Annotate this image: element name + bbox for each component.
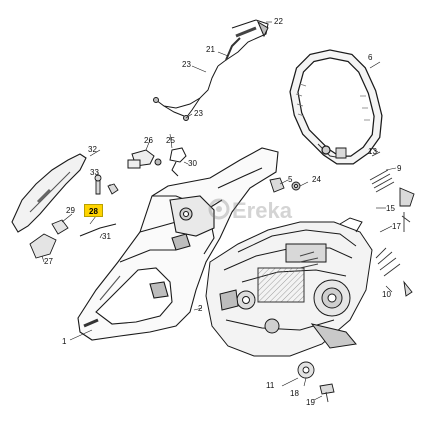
part-label-15: 15 (386, 204, 395, 213)
part-label-30: 30 (188, 159, 197, 168)
part-label-19: 19 (306, 398, 315, 407)
part-label-31: 31 (102, 232, 111, 241)
part-label-5: 5 (288, 175, 293, 184)
part-label-22: 22 (274, 17, 283, 26)
highlighted-part-badge[interactable]: 28 (84, 204, 103, 217)
part-label-23-top: 23 (182, 60, 191, 69)
part-label-23-bottom: 23 (194, 109, 203, 118)
part-label-6: 6 (368, 53, 373, 62)
part-label-13: 13 (368, 147, 377, 156)
wire-harness (153, 19, 269, 121)
switch-assembly (127, 147, 187, 177)
part-label-26: 26 (144, 136, 153, 145)
leader-lines (41, 21, 397, 401)
part-label-29: 29 (66, 206, 75, 215)
watermark-logo-icon (208, 198, 230, 220)
part-label-25: 25 (166, 136, 175, 145)
part-label-24: 24 (312, 175, 321, 184)
part-label-32: 32 (88, 145, 97, 154)
part-label-9: 9 (397, 164, 402, 173)
part-label-27: 27 (44, 257, 53, 266)
rear-handle-housing (77, 147, 279, 341)
part-label-11: 11 (266, 381, 275, 390)
part-label-2: 2 (198, 304, 203, 313)
highlighted-part-label: 28 (89, 207, 98, 216)
watermark-text: Ereka (232, 198, 292, 223)
part-label-33: 33 (90, 168, 99, 177)
front-handle (289, 49, 383, 165)
small-parts (29, 147, 415, 403)
part-label-1: 1 (62, 337, 67, 346)
part-label-17: 17 (392, 222, 401, 231)
part-label-10: 10 (382, 290, 391, 299)
part-label-21: 21 (206, 45, 215, 54)
side-cover (11, 153, 87, 233)
engine-assembly (205, 217, 373, 357)
part-label-18: 18 (290, 389, 299, 398)
